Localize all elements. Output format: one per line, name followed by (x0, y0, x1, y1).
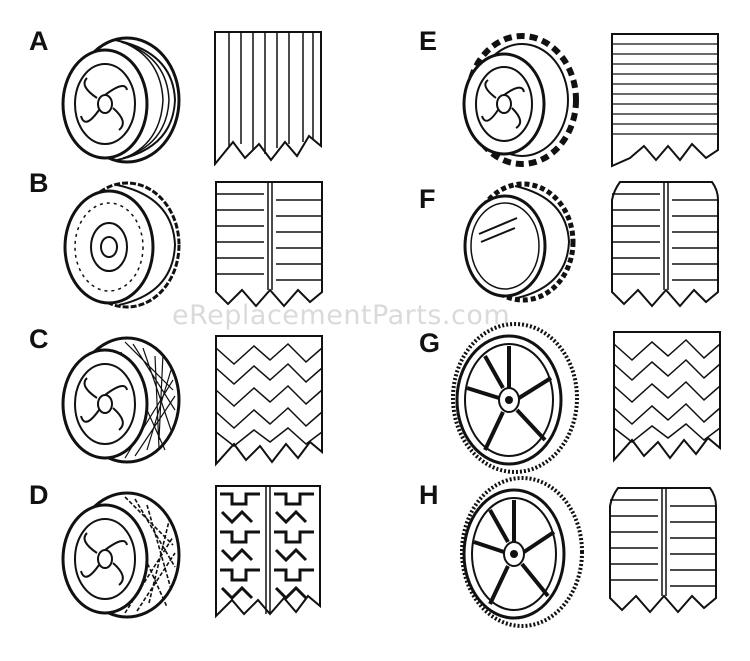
label-f: F (419, 184, 436, 214)
wheel-f-icon (463, 181, 576, 303)
tread-e-icon (611, 33, 719, 168)
wheel-e-icon (462, 33, 579, 167)
label-h: H (419, 480, 439, 510)
label-d: D (29, 480, 49, 510)
label-c: C (29, 324, 49, 354)
tread-h-icon (609, 487, 717, 614)
tread-c-icon (215, 335, 323, 467)
tread-d-icon (215, 485, 321, 619)
label-a: A (29, 26, 49, 56)
wheel-b-icon (63, 181, 181, 309)
wheel-d-icon (61, 491, 181, 619)
wheel-a-icon (61, 36, 181, 164)
label-b: B (29, 168, 49, 198)
label-g: G (419, 328, 441, 358)
tread-a-icon (214, 31, 322, 166)
label-e: E (419, 26, 438, 56)
tread-f-icon (611, 181, 719, 308)
wheel-c-icon (61, 336, 181, 464)
wheel-g-icon (451, 322, 579, 474)
tread-g-icon (613, 331, 721, 463)
watermark: eReplacementParts.com (172, 300, 511, 331)
wheel-h-icon (460, 476, 584, 628)
tread-b-icon (215, 181, 323, 308)
